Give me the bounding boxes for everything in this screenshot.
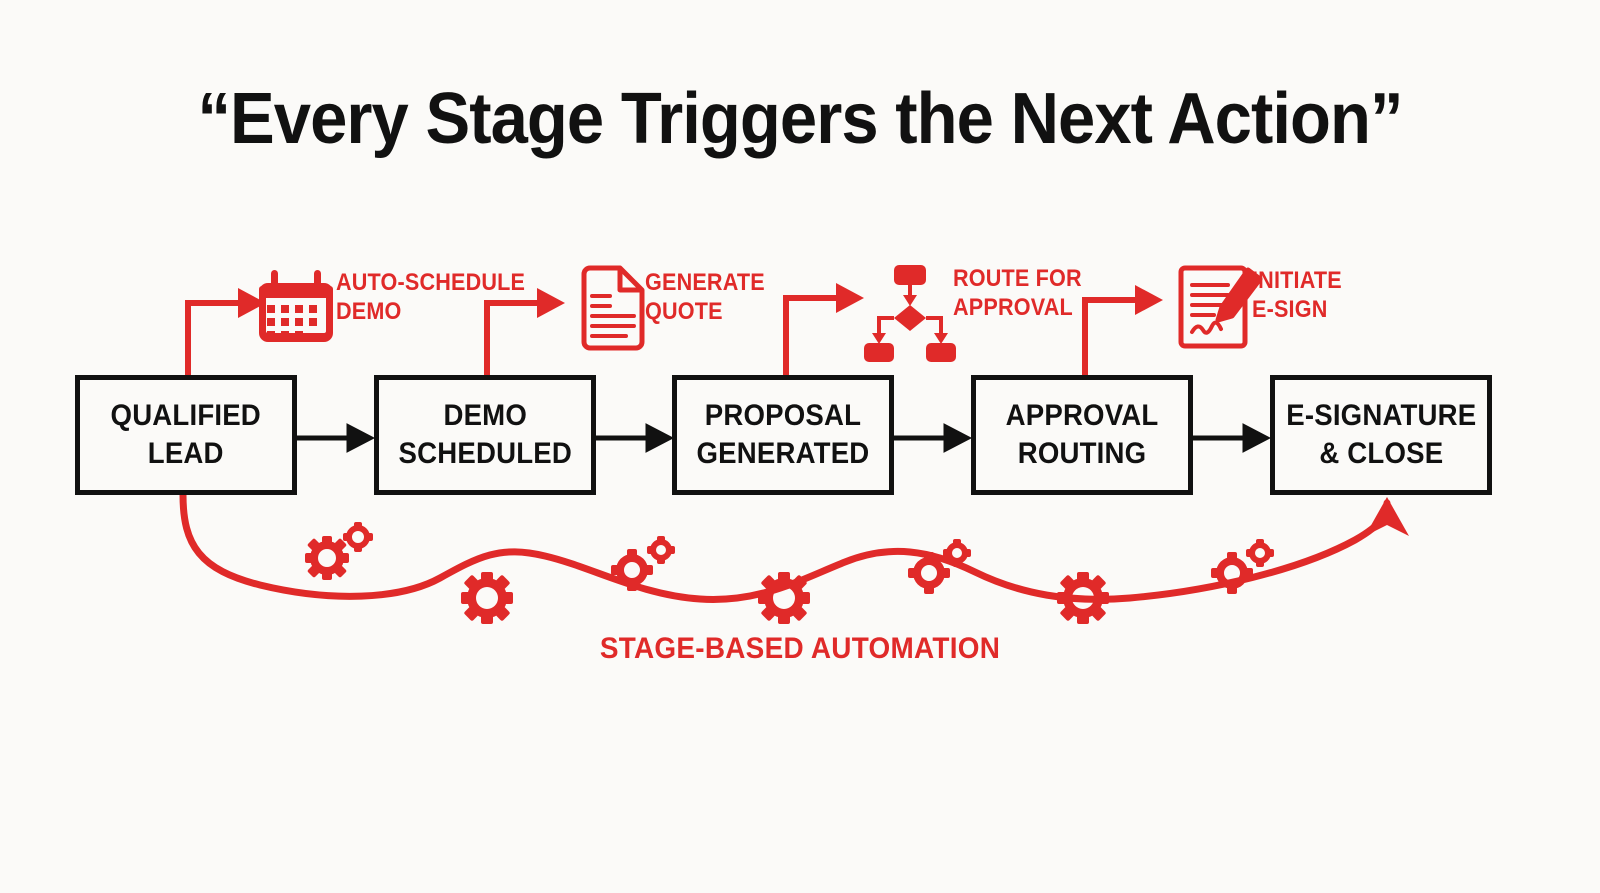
stage-connector-arrows xyxy=(297,423,1272,453)
stage-arrow-3 xyxy=(894,423,973,453)
stage-label: QUALIFIED LEAD xyxy=(110,398,262,470)
stage-label: E-SIGNATURE & CLOSE xyxy=(1285,398,1477,470)
calendar-icon xyxy=(259,270,333,342)
stage-box-approval-routing[interactable]: APPROVAL ROUTING xyxy=(971,375,1193,495)
stage-box-qualified-lead[interactable]: QUALIFIED LEAD xyxy=(75,375,297,495)
stage-label: DEMO SCHEDULED xyxy=(398,398,572,470)
automation-label-generate-quote: GENERATE QUOTE xyxy=(645,269,765,326)
stage-label: APPROVAL ROUTING xyxy=(1005,398,1159,470)
stage-label: PROPOSAL GENERATED xyxy=(696,398,870,470)
gear-cluster-1 xyxy=(305,522,373,580)
gear-icon xyxy=(310,541,344,575)
automation-connector-1 xyxy=(185,288,266,378)
automation-connector-2 xyxy=(484,288,565,378)
gear-icon xyxy=(1216,557,1248,589)
automation-label-initiate-e-sign: INITIATE E-SIGN xyxy=(1252,267,1342,324)
gear-cluster-5 xyxy=(908,539,971,594)
stage-arrow-1 xyxy=(297,423,376,453)
gear-cluster-3 xyxy=(611,536,675,591)
automation-connector-4 xyxy=(1082,285,1163,378)
stage-box-demo-scheduled[interactable]: DEMO SCHEDULED xyxy=(374,375,596,495)
automation-connectors xyxy=(185,283,1163,378)
gear-icon-small xyxy=(1249,542,1271,564)
gear-icon xyxy=(764,578,804,618)
gear-icon xyxy=(1063,578,1103,618)
signature-icon xyxy=(1178,265,1263,349)
stage-arrow-2 xyxy=(596,423,675,453)
gear-icon-small xyxy=(346,525,370,549)
gear-icon xyxy=(616,554,648,586)
document-icon xyxy=(581,265,645,351)
stage-arrow-4 xyxy=(1193,423,1272,453)
automation-connector-3 xyxy=(783,283,864,378)
gear-cluster-4 xyxy=(758,572,810,624)
gear-icon xyxy=(913,557,945,589)
gear-icon xyxy=(467,578,507,618)
gear-icon-small xyxy=(650,539,672,561)
automation-caption: STAGE-BASED AUTOMATION xyxy=(599,632,1001,665)
stage-box-e-signature-close[interactable]: E-SIGNATURE & CLOSE xyxy=(1270,375,1492,495)
stage-box-proposal-generated[interactable]: PROPOSAL GENERATED xyxy=(672,375,894,495)
automation-label-auto-schedule-demo: AUTO-SCHEDULE DEMO xyxy=(336,269,526,326)
page-title: “Every Stage Triggers the Next Action” xyxy=(197,79,1403,159)
automation-label-route-for-approval: ROUTE FOR APPROVAL xyxy=(953,265,1082,322)
gear-cluster-6 xyxy=(1057,572,1109,624)
gear-icon-small xyxy=(946,542,968,564)
gear-cluster-2 xyxy=(461,572,513,624)
gear-cluster-7 xyxy=(1211,539,1274,594)
workflow-icon xyxy=(864,265,956,362)
